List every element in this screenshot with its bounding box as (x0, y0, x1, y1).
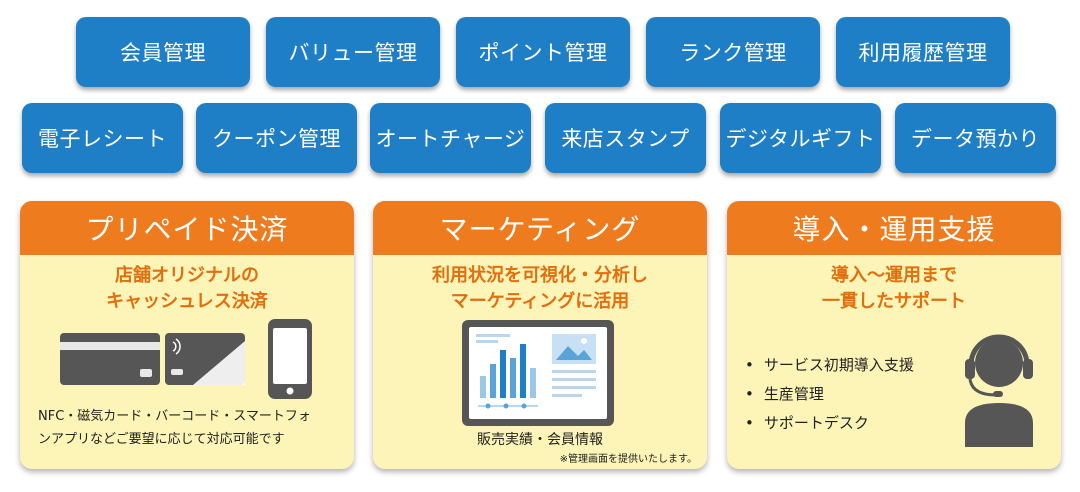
feature-pill-rank: ランク管理 (646, 17, 820, 87)
support-item: 生産管理 (745, 383, 824, 404)
prepaid-panel: プリペイド決済 店舗オリジナルの キャッシュレス決済 NFC・磁気カード・バーコ… (20, 201, 354, 469)
support-sub-line1: 導入〜運用まで (831, 265, 957, 286)
feature-pill-gift: デジタルギフト (720, 103, 881, 173)
feature-pill-value: バリュー管理 (266, 17, 440, 87)
dashboard-monitor-icon (462, 320, 614, 426)
marketing-sub-line1: 利用状況を可視化・分析し (432, 265, 648, 286)
prepaid-desc-line2: ンアプリなどご要望に応じて対応可能です (38, 432, 285, 447)
marketing-panel-subtitle: 利用状況を可視化・分析し マーケティングに活用 (373, 263, 707, 315)
prepaid-description: NFC・磁気カード・バーコード・スマートフォ ンアプリなどご要望に応じて対応可能… (38, 405, 348, 451)
nfc-card-icon (165, 333, 245, 385)
prepaid-panel-subtitle: 店舗オリジナルの キャッシュレス決済 (20, 263, 354, 315)
smartphone-icon (268, 319, 312, 399)
support-item: サポートデスク (745, 412, 869, 433)
feature-pill-stamp: 来店スタンプ (545, 103, 706, 173)
marketing-note: ※管理画面を提供いたします。 (559, 454, 697, 465)
prepaid-panel-title: プリペイド決済 (20, 201, 354, 255)
support-item: サービス初期導入支援 (745, 354, 914, 375)
support-panel-subtitle: 導入〜運用まで 一貫したサポート (727, 263, 1061, 315)
feature-pill-data: データ預かり (895, 103, 1056, 173)
feature-pill-coupon: クーポン管理 (196, 103, 357, 173)
marketing-sub-line2: マーケティングに活用 (450, 291, 630, 312)
support-panel-title: 導入・運用支援 (727, 201, 1061, 255)
feature-pill-point: ポイント管理 (456, 17, 630, 87)
prepaid-sub-line2: キャッシュレス決済 (106, 291, 268, 312)
support-panel: 導入・運用支援 導入〜運用まで 一貫したサポート サービス初期導入支援 生産管理… (727, 201, 1061, 469)
magnetic-card-icon (60, 333, 160, 385)
prepaid-sub-line1: 店舗オリジナルの (115, 265, 259, 286)
feature-pill-ereceipt: 電子レシート (22, 103, 183, 173)
prepaid-desc-line1: NFC・磁気カード・バーコード・スマートフォ (38, 409, 311, 424)
support-sub-line2: 一貫したサポート (822, 291, 966, 312)
marketing-panel: マーケティング 利用状況を可視化・分析し マーケティングに活用 販売実績・会員情… (373, 201, 707, 469)
feature-pill-history: 利用履歴管理 (836, 17, 1010, 87)
feature-pill-autocharge: オートチャージ (370, 103, 531, 173)
feature-pill-member: 会員管理 (76, 17, 250, 87)
marketing-caption: 販売実績・会員情報 (477, 432, 603, 448)
marketing-panel-title: マーケティング (373, 201, 707, 255)
support-operator-icon (965, 334, 1033, 447)
